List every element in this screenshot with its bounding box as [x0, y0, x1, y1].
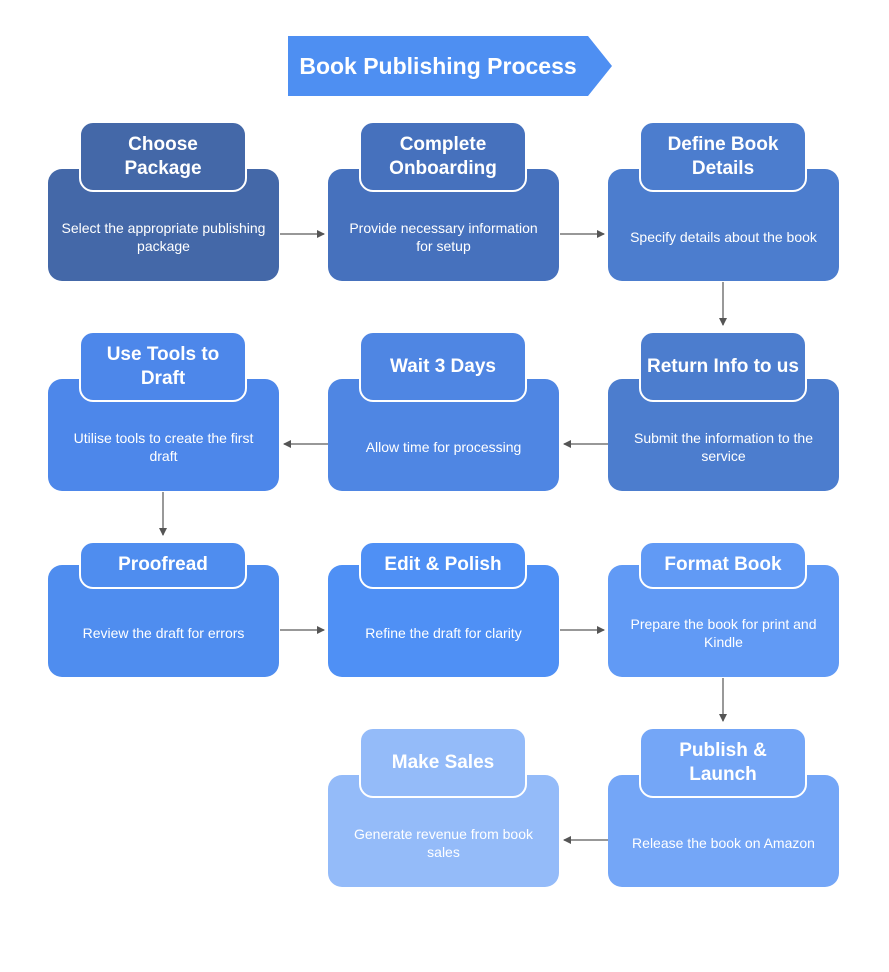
step-description: Generate revenue from book sales: [354, 825, 533, 860]
step-use-tools-to-draft: Use Tools to Draft Utilise tools to crea…: [48, 331, 279, 491]
step-description: Prepare the book for print and Kindle: [630, 616, 817, 650]
step-title: Format Book: [639, 541, 807, 589]
step-description: Select the appropriate publishing packag…: [61, 219, 266, 254]
step-complete-onboarding: Complete Onboarding Provide necessary in…: [328, 121, 559, 281]
step-title: Edit & Polish: [359, 541, 527, 589]
banner-arrow-shape: [288, 36, 612, 96]
step-title: Wait 3 Days: [359, 331, 527, 402]
step-format-book: Format Book Prepare the book for print a…: [608, 541, 839, 677]
step-title: Use Tools to Draft: [79, 331, 247, 402]
step-description: Refine the draft for clarity: [365, 625, 522, 641]
title-banner: Book Publishing Process: [288, 36, 612, 96]
step-wait-3-days: Wait 3 Days Allow time for processing: [328, 331, 559, 491]
step-title: Choose Package: [79, 121, 247, 192]
step-title: Publish & Launch: [639, 727, 807, 798]
step-description: Allow time for processing: [365, 438, 522, 455]
step-description: Specify details about the book: [630, 228, 817, 245]
step-make-sales: Make Sales Generate revenue from book sa…: [328, 727, 559, 887]
step-proofread: Proofread Review the draft for errors: [48, 541, 279, 677]
step-define-book-details: Define Book Details Specify details abou…: [608, 121, 839, 281]
step-title: Proofread: [79, 541, 247, 589]
step-publish-launch: Publish & Launch Release the book on Ama…: [608, 727, 839, 887]
step-title: Complete Onboarding: [359, 121, 527, 192]
step-edit-polish: Edit & Polish Refine the draft for clari…: [328, 541, 559, 677]
step-description: Release the book on Amazon: [632, 834, 815, 851]
step-title: Make Sales: [359, 727, 527, 798]
step-description: Review the draft for errors: [82, 625, 245, 641]
step-description: Provide necessary information for setup: [349, 219, 538, 254]
step-description: Utilise tools to create the first draft: [73, 429, 254, 464]
step-title: Return Info to us: [639, 331, 807, 402]
step-return-info: Return Info to us Submit the information…: [608, 331, 839, 491]
page-title: Book Publishing Process: [299, 53, 577, 79]
step-title: Define Book Details: [639, 121, 807, 192]
step-description: Submit the information to the service: [634, 429, 813, 464]
step-choose-package: Choose Package Select the appropriate pu…: [48, 121, 279, 281]
